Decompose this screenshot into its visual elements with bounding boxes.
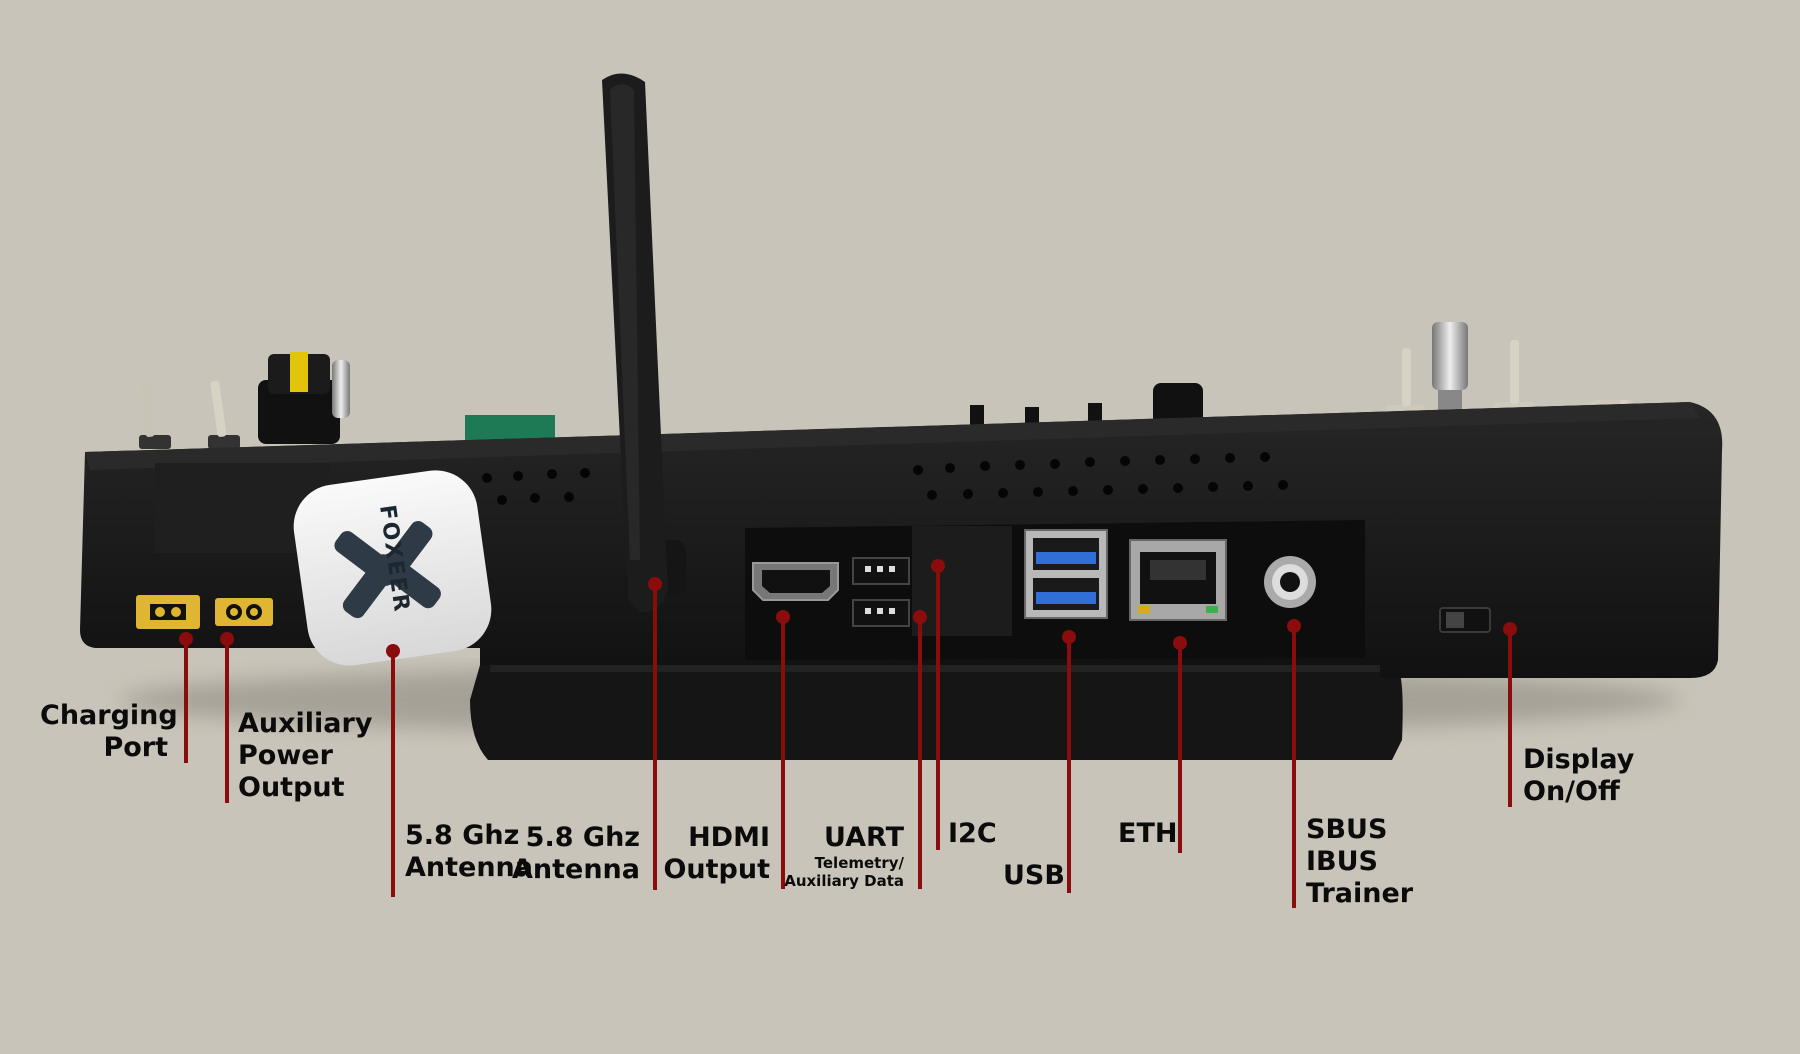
uart-header-lower xyxy=(852,599,910,627)
label-display-line1: Display xyxy=(1523,744,1635,775)
toggle-switch-right-2 xyxy=(1493,340,1535,414)
label-antenna-right-line1: 5.8 Ghz xyxy=(525,822,640,853)
hdmi-port xyxy=(752,562,839,601)
rotary-knob-yellow xyxy=(258,352,350,444)
trainer-jack xyxy=(1264,556,1316,608)
label-usb: USB xyxy=(1003,860,1065,892)
label-display-line2: On/Off xyxy=(1523,776,1620,807)
label-usb-text: USB xyxy=(1003,860,1065,891)
dot-trainer xyxy=(1287,619,1301,633)
label-uart-sub2: Auxiliary Data xyxy=(784,872,904,890)
dot-uart xyxy=(913,610,927,624)
label-charging-port-line2: Port xyxy=(103,732,168,763)
ethernet-port xyxy=(1129,539,1227,621)
label-charging-port-line1: Charging xyxy=(40,700,178,731)
leader-display xyxy=(1508,629,1512,807)
label-hdmi-line2: Output xyxy=(663,854,770,885)
label-trainer-line1: SBUS xyxy=(1306,814,1388,845)
label-uart-title: UART xyxy=(824,822,904,853)
label-trainer-line2: IBUS xyxy=(1306,846,1378,877)
uart-header-upper xyxy=(852,557,910,585)
leader-uart xyxy=(918,617,922,889)
leader-usb xyxy=(1067,637,1071,893)
label-aux-power: Auxiliary Power Output xyxy=(238,708,372,804)
i2c-cover-plate xyxy=(912,526,1012,636)
label-trainer-line3: Trainer xyxy=(1306,878,1414,909)
label-uart-sub1: Telemetry/ xyxy=(814,854,904,872)
xt60-charging-connector xyxy=(136,595,200,629)
leader-trainer xyxy=(1292,626,1296,908)
dot-display xyxy=(1503,622,1517,636)
leader-antenna-right xyxy=(653,584,657,890)
dot-i2c xyxy=(931,559,945,573)
usb-ports xyxy=(1024,529,1108,619)
label-aux-power-line2: Power xyxy=(238,740,333,771)
label-eth-text: ETH xyxy=(1118,818,1178,849)
stick-antenna xyxy=(602,73,686,613)
label-aux-power-line1: Auxiliary xyxy=(238,708,373,739)
label-i2c-text: I2C xyxy=(948,818,997,849)
dot-usb xyxy=(1062,630,1076,644)
toggle-switch-left-2 xyxy=(208,380,240,449)
knurled-knob-right xyxy=(1432,322,1468,410)
toggle-switch-right-1 xyxy=(1385,348,1425,417)
leader-i2c xyxy=(936,566,940,850)
leader-aux-power xyxy=(225,639,229,803)
label-aux-power-line3: Output xyxy=(238,772,345,803)
leader-eth xyxy=(1178,643,1182,853)
dot-eth xyxy=(1173,636,1187,650)
vent-holes xyxy=(482,452,1288,505)
dot-aux-power xyxy=(220,632,234,646)
green-component xyxy=(465,415,555,441)
dot-charging-port xyxy=(179,632,193,646)
leader-charging-port xyxy=(184,639,188,763)
label-antenna-left-line1: 5.8 Ghz xyxy=(405,820,520,851)
label-hdmi: HDMI Output xyxy=(660,822,770,886)
label-charging-port: Charging Port xyxy=(40,700,178,764)
toggle-switch-left-1 xyxy=(139,382,171,449)
leader-hdmi xyxy=(781,617,785,889)
label-antenna-left: 5.8 Ghz Antenna xyxy=(405,820,533,884)
foxeer-patch-antenna xyxy=(293,470,492,666)
dot-hdmi xyxy=(776,610,790,624)
xt30-aux-connector xyxy=(215,598,273,626)
dot-antenna-right xyxy=(648,577,662,591)
label-eth: ETH xyxy=(1118,818,1177,850)
label-antenna-left-line2: Antenna xyxy=(405,852,533,883)
label-trainer: SBUS IBUS Trainer xyxy=(1306,814,1413,910)
dot-antenna-left xyxy=(386,644,400,658)
label-antenna-right: 5.8 Ghz Antenna xyxy=(510,822,640,886)
label-uart: UART Telemetry/ Auxiliary Data xyxy=(770,822,904,890)
label-display: Display On/Off xyxy=(1523,744,1634,808)
leader-antenna-left xyxy=(391,651,395,897)
label-i2c: I2C xyxy=(948,818,997,850)
display-switch xyxy=(1439,607,1491,633)
label-hdmi-line1: HDMI xyxy=(688,822,770,853)
label-antenna-right-line2: Antenna xyxy=(512,854,640,885)
